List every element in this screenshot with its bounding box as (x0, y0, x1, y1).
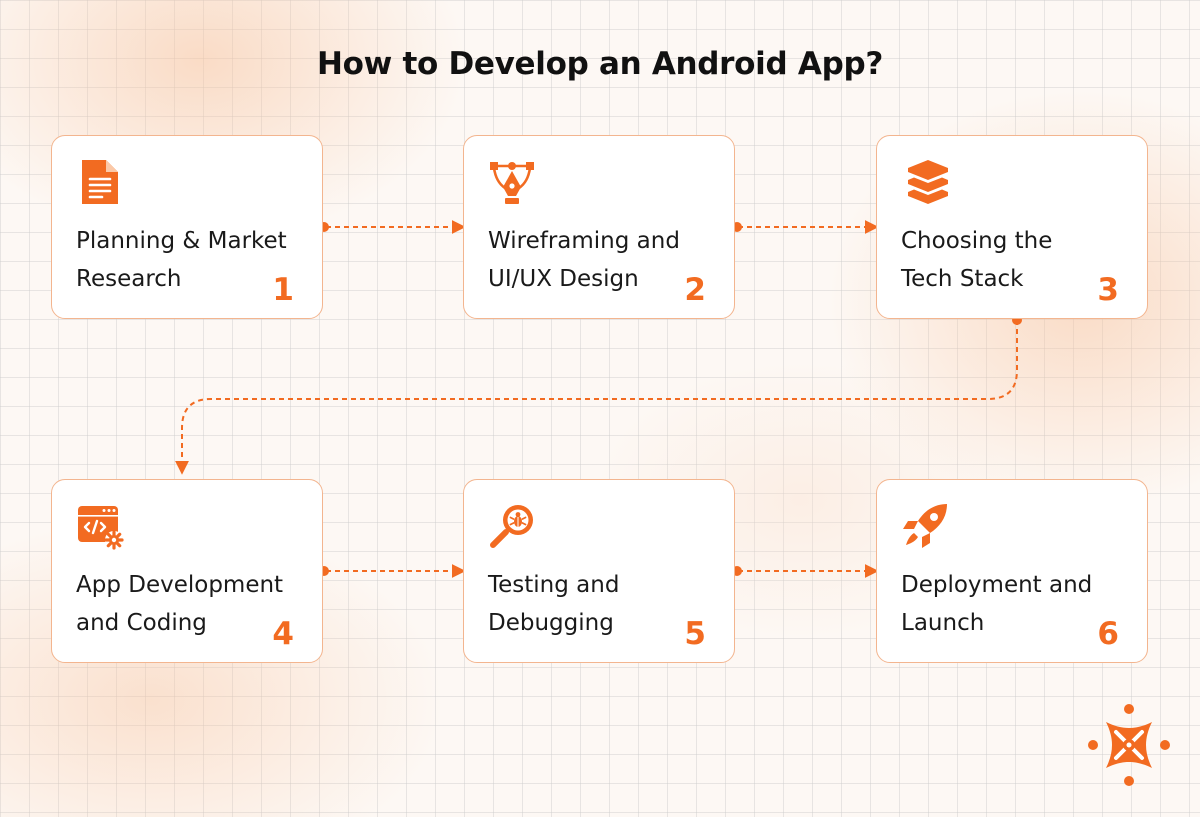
bug-search-icon (490, 505, 533, 548)
step-number: 2 (684, 272, 706, 308)
step-number: 6 (1097, 616, 1119, 652)
step-number: 4 (272, 616, 294, 652)
page-title: How to Develop an Android App? (316, 46, 884, 82)
brand-logo-icon (1088, 704, 1170, 786)
step-number: 1 (272, 272, 294, 308)
document-icon (82, 160, 118, 204)
rocket-icon (903, 504, 947, 548)
step-number: 3 (1097, 272, 1119, 308)
code-window-gear-icon (78, 506, 124, 550)
pen-tool-icon (490, 162, 534, 204)
connector-3-4 (175, 320, 1018, 475)
layers-icon (908, 160, 948, 204)
step-number: 5 (684, 616, 706, 652)
